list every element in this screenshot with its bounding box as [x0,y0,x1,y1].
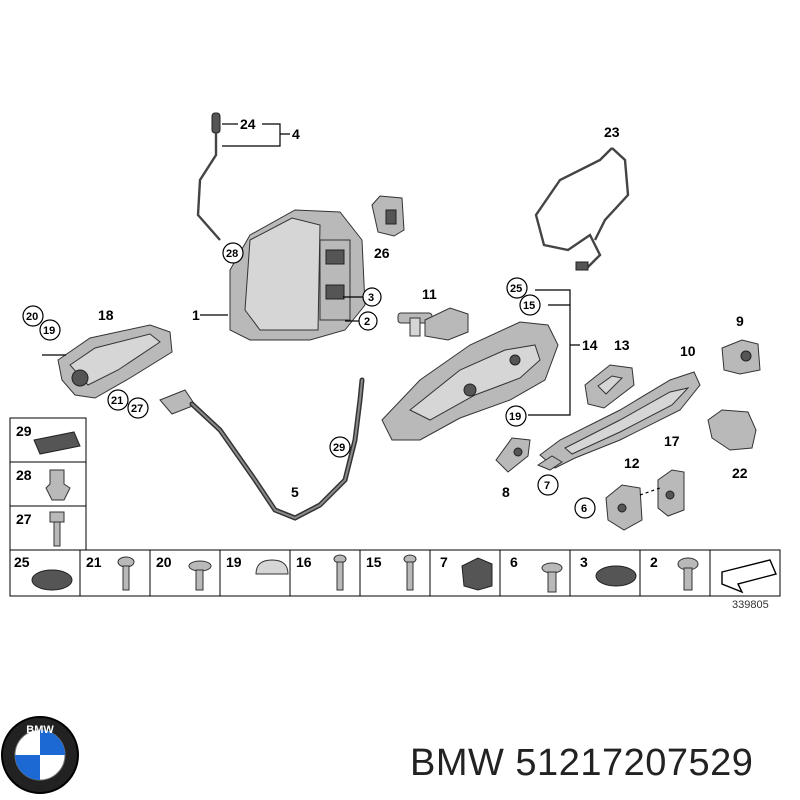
bottom-cell-16: 16 [296,554,312,570]
callout-circle-27 [127,397,149,419]
callout-12: 8 [502,484,510,500]
side-cell-27: 27 [16,511,32,527]
callout-27-a: 27 [131,403,143,415]
callout-circle-16 [505,405,527,427]
callout-circle-2 [358,311,378,331]
callout-11: 11 [422,286,437,302]
bottom-cell-3: 3 [580,554,588,570]
bottom-cell-19: 19 [226,554,242,570]
bottom-cell-21: 21 [86,554,102,570]
side-cell-28: 28 [16,467,32,483]
part-plug-3 [595,565,637,587]
callout-7-a: 7 [544,480,550,492]
leader-14 [528,289,580,416]
part-26 [371,195,405,237]
bmw-logo-letters: BMW [26,724,54,736]
callout-6-a: 6 [581,503,587,515]
bottom-cell-2: 2 [650,554,658,570]
callout-circle-6 [574,497,596,519]
callout-26: 26 [374,245,390,261]
callout-circle-7 [537,474,559,496]
part-actuator-11 [397,307,469,341]
part-grommet-7 [461,557,493,591]
bottom-cell-15: 15 [366,554,382,570]
callout-circle-3 [362,287,382,307]
part-plug-25 [31,569,73,591]
part-clip-28 [45,469,71,501]
direction-arrow-icon [721,559,777,594]
part-brackets-8 [605,469,685,531]
callout-3: 3 [368,292,374,304]
callout-17: 17 [664,433,680,449]
callout-9: 9 [736,313,744,329]
callout-circle-21 [107,389,129,411]
part-screw-20 [188,560,212,591]
part-9 [721,339,761,375]
callout-18: 18 [98,307,114,323]
part-screw-16 [333,554,347,591]
callout-8: 12 [624,455,640,471]
callout-23: 23 [604,124,620,140]
leader-4 [222,123,290,147]
part-7-small [536,455,563,471]
side-cells: 29 28 27 [9,417,87,551]
callout-circle-25 [506,277,528,299]
bottom-cell-7: 7 [440,554,448,570]
callout-21-a: 21 [111,395,123,407]
callout-22: 22 [732,465,748,481]
callout-28: 28 [226,248,238,260]
callout-29-a: 29 [333,442,345,454]
callout-circle-15 [519,294,541,316]
part-pad-29 [33,431,81,455]
callout-10: 10 [680,343,696,359]
callout-19-a: 19 [43,325,55,337]
callout-20-a: 20 [26,311,38,323]
part-rod-4 [196,112,221,241]
bmw-logo: BMW [1,716,79,794]
part-cable-23 [534,147,630,271]
part-lock-housing-1 [229,209,366,341]
side-cell-29: 29 [16,423,32,439]
part-screw-6 [541,562,563,593]
part-cap-19 [255,559,289,575]
bottom-cells: 25 21 20 19 16 15 7 6 3 2 [9,549,781,597]
drawing-number: 339805 [732,599,769,611]
callout-13: 13 [614,337,630,353]
callout-circle-20 [22,305,44,327]
callout-circle-19 [39,319,61,341]
bottom-cell-25: 25 [14,554,30,570]
callout-5: 5 [291,484,299,500]
callout-14: 14 [582,337,598,353]
callout-25-a: 25 [510,283,522,295]
callout-1: 1 [192,307,200,323]
bottom-cell-6: 6 [510,554,518,570]
part-screw-21 [117,556,135,591]
part-outer-handle-10 [539,371,701,469]
callout-15-a: 15 [523,300,535,312]
part-13 [584,364,635,409]
callout-16-a: 19 [509,411,521,423]
part-handle-carrier-14 [381,321,559,441]
part-12 [495,437,531,473]
callout-2: 2 [364,316,370,328]
bottom-cell-20: 20 [156,554,172,570]
part-screw-2 [677,557,699,591]
part-22 [707,409,757,451]
callout-4: 4 [292,126,300,142]
callout-24: 24 [240,116,256,132]
part-bowden-cable-5 [159,377,365,521]
part-screw-15 [403,554,417,591]
part-handle-cover-18 [57,324,173,399]
callout-circle-29 [329,436,351,458]
part-screw-27 [49,511,65,547]
brand-caption: BMW 51217207529 [410,742,754,784]
callout-circle-28 [222,242,244,264]
